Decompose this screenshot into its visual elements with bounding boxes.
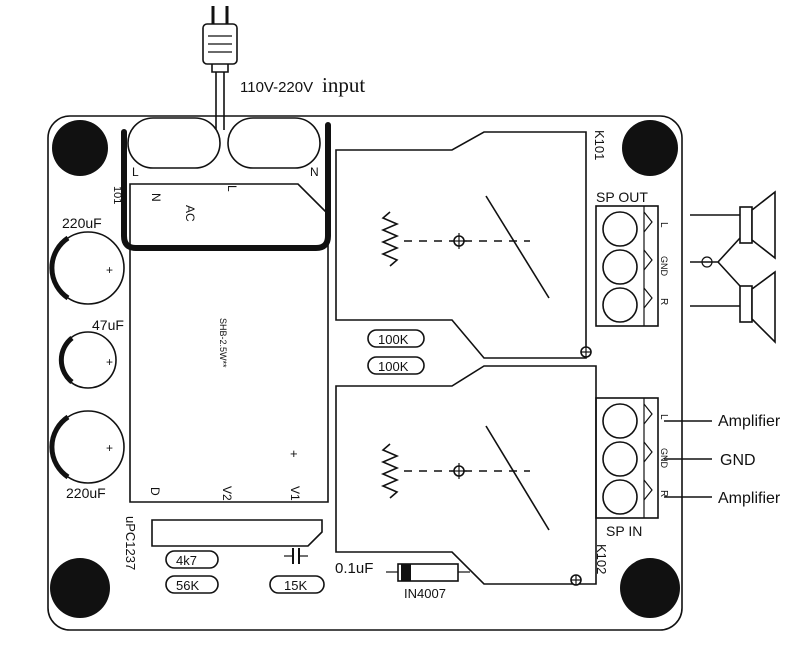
- mounting-hole-bottom-left: [50, 558, 110, 618]
- resistor-15k: [269, 575, 325, 594]
- transformer-ac-label: AC: [183, 205, 197, 222]
- resistor-56k: [165, 575, 219, 594]
- capacitor-220uf-bottom-label: 220uF: [66, 485, 106, 501]
- relay-k101-coil-icon: [380, 211, 400, 267]
- speaker-ground-wiring: [690, 237, 741, 287]
- capacitor-47uf-label: 47uF: [92, 317, 124, 333]
- ac-pad-l: [127, 117, 221, 169]
- speaker-bottom-icon: [739, 270, 776, 344]
- input-voltage-label: 110V-220V: [240, 79, 313, 96]
- amplifier-label-top: Amplifier: [718, 413, 781, 430]
- capacitor-220uf-bottom-plus: +: [106, 441, 113, 455]
- ac-label-n-top: N: [310, 165, 319, 179]
- relay-k101-mark-icon: [580, 346, 592, 358]
- speaker-top-icon: [739, 190, 776, 260]
- capacitor-220uf-top: [49, 231, 125, 305]
- board-outline: [47, 115, 683, 631]
- diode-in4007-icon: [386, 563, 470, 582]
- resistor-4k7: [165, 550, 219, 569]
- transformer-v1-label: V1: [288, 486, 302, 501]
- capacitor-220uf-top-label: 220uF: [62, 215, 102, 231]
- k101-label: K101: [592, 130, 607, 160]
- sp-out-term-gnd: GND: [659, 256, 669, 277]
- relay-k101-outline: [335, 131, 587, 359]
- ground-symbol-icon: [701, 256, 713, 268]
- resistor-100k-2-label: 100K: [378, 359, 409, 374]
- resistor-100k-1-label: 100K: [378, 332, 409, 347]
- relay-k102-mark-icon: [570, 574, 582, 586]
- k102-label: K102: [594, 544, 609, 574]
- sp-in-label: SP IN: [606, 523, 642, 539]
- left-edge-fragment: 101: [111, 186, 123, 204]
- capacitor-01uf-icon: [284, 548, 308, 564]
- ac-pad-n: [227, 117, 321, 169]
- resistor-100k-2: [367, 356, 425, 375]
- ic-upc1237-outline: [151, 519, 323, 547]
- mounting-hole-top-left: [52, 120, 108, 176]
- power-plug-icon: [202, 6, 238, 130]
- input-word-label: input: [322, 73, 365, 97]
- sp-in-screw-icons: [602, 403, 653, 515]
- relay-k102-outline: [335, 365, 597, 585]
- resistor-56k-label: 56K: [176, 578, 199, 593]
- resistor-4k7-label: 4k7: [176, 553, 197, 568]
- relay-k102-contact: [485, 425, 550, 531]
- capacitor-47uf-plus: +: [106, 355, 113, 369]
- diode-in4007-label: IN4007: [404, 586, 446, 601]
- sp-in-term-r: R: [658, 490, 669, 497]
- transformer-plus-label: +: [290, 446, 298, 461]
- ac-wire-loop: [121, 122, 331, 251]
- sp-out-term-r: R: [658, 298, 669, 305]
- relay-k101-contact: [485, 195, 550, 299]
- ic-upc1237-label: uPC1237: [123, 516, 138, 570]
- capacitor-220uf-bottom: [49, 410, 125, 484]
- transformer-v2-label: V2: [220, 486, 234, 501]
- mounting-hole-top-right: [622, 120, 678, 176]
- transformer-d-label: D: [148, 487, 162, 496]
- capacitor-220uf-top-plus: +: [106, 263, 113, 277]
- sp-out-label: SP OUT: [596, 189, 648, 205]
- resistor-15k-label: 15K: [284, 578, 307, 593]
- transformer-n-label: N: [149, 193, 163, 202]
- sp-out-terminal-block: [595, 205, 659, 327]
- gnd-label: GND: [720, 452, 756, 469]
- transformer-l-label: L: [225, 185, 239, 192]
- ac-label-l-top: L: [132, 165, 139, 179]
- transformer-part-label: SHB-2.5W**: [218, 318, 228, 368]
- resistor-100k-1: [367, 329, 425, 348]
- sp-out-screw-icons: [602, 211, 653, 323]
- relay-k102-coil-icon: [380, 443, 400, 499]
- amplifier-label-bottom: Amplifier: [718, 490, 781, 507]
- relay-k102-pivot-icon: [451, 463, 467, 479]
- sp-in-term-l: L: [658, 414, 669, 420]
- transformer-body: [129, 183, 329, 503]
- relay-k101-pivot-icon: [451, 233, 467, 249]
- sp-out-term-l: L: [658, 222, 669, 228]
- capacitor-47uf: [58, 331, 117, 389]
- mounting-hole-bottom-right: [620, 558, 680, 618]
- sp-in-terminal-block: [595, 397, 659, 519]
- capacitor-01uf-label: 0.1uF: [335, 560, 373, 577]
